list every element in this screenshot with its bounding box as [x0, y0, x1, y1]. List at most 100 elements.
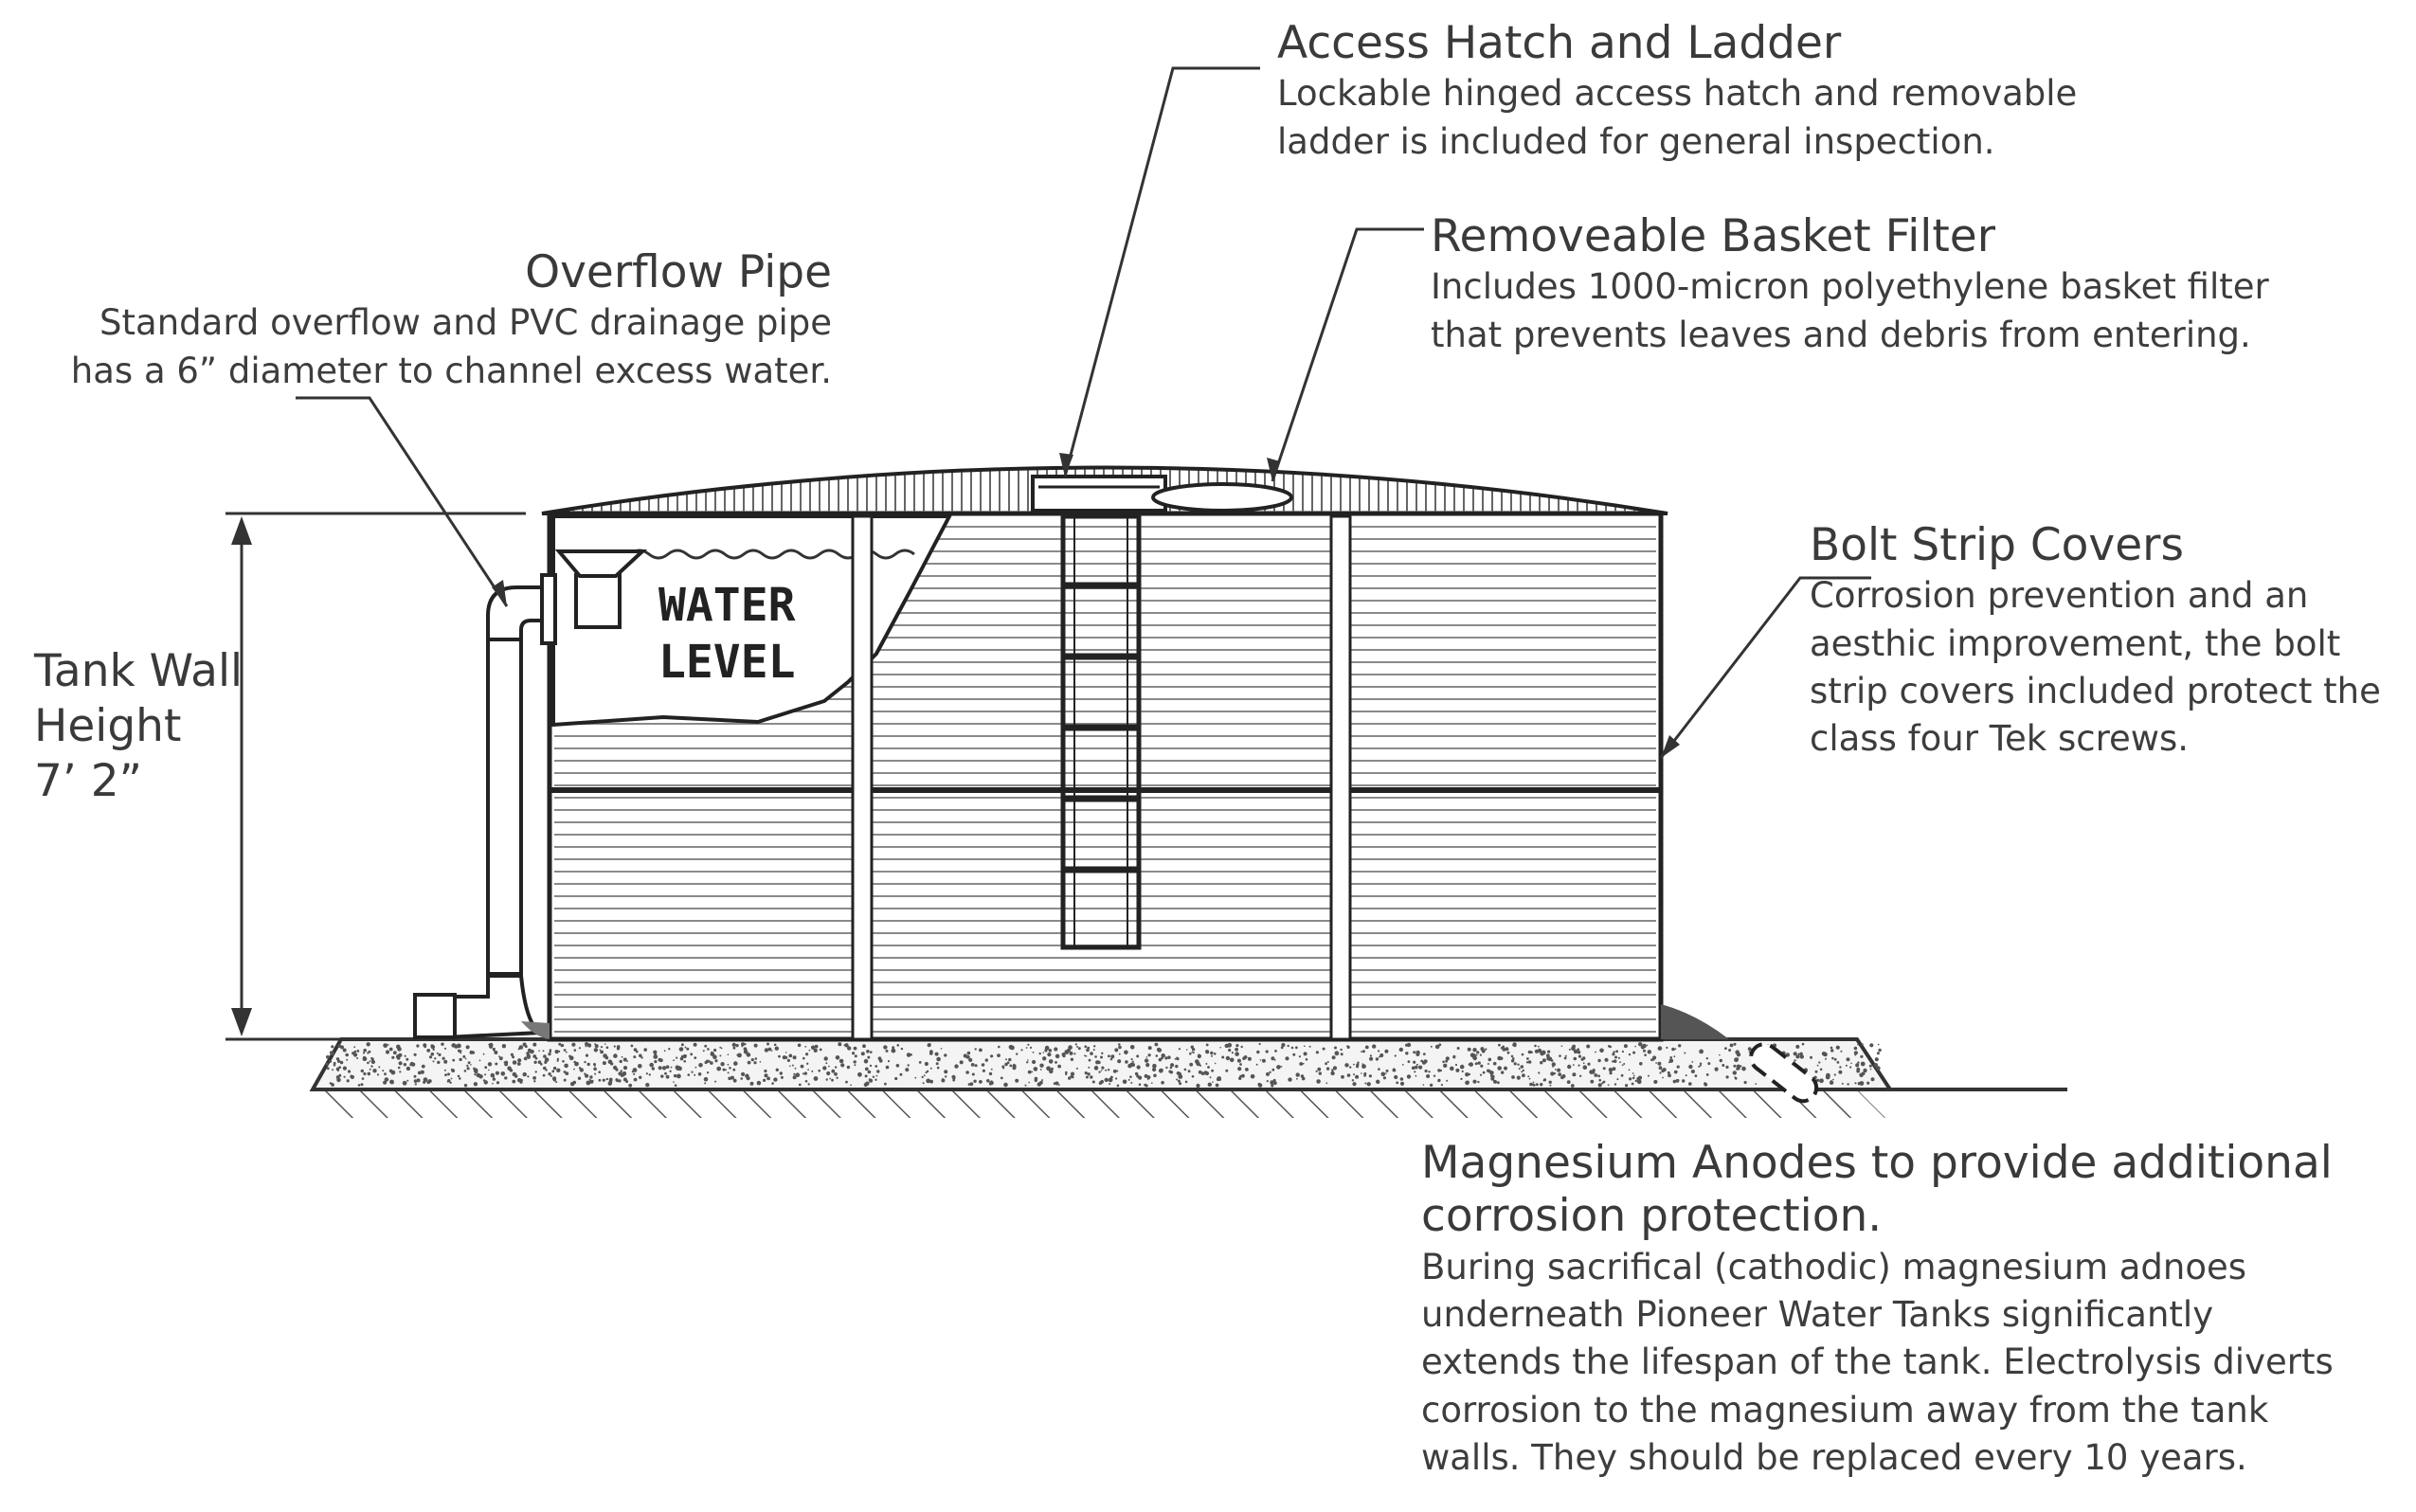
gravel-dot [971, 1072, 975, 1076]
gravel-dot [1833, 1073, 1836, 1076]
gravel-dot [1655, 1062, 1657, 1064]
gravel-dot [702, 1050, 705, 1053]
gravel-dot [475, 1068, 478, 1070]
gravel-dot [694, 1056, 697, 1059]
gravel-dot [639, 1075, 642, 1080]
gravel-dot [1501, 1071, 1505, 1074]
gravel-dot [1325, 1082, 1328, 1085]
gravel-dot [651, 1067, 655, 1071]
gravel-dot [1055, 1061, 1057, 1064]
gravel-dot [347, 1070, 352, 1073]
gravel-dot [1724, 1047, 1727, 1050]
gravel-dot [822, 1066, 827, 1071]
gravel-dot [764, 1048, 769, 1053]
gravel-dot [1090, 1075, 1093, 1079]
gravel-dot [1346, 1045, 1349, 1048]
gravel-dot [1204, 1071, 1210, 1076]
gravel-dot [633, 1072, 636, 1075]
gravel-dot [1485, 1048, 1487, 1051]
gravel-dot [1614, 1055, 1617, 1059]
gravel-dot [1399, 1081, 1405, 1086]
gravel-dot [1846, 1057, 1850, 1062]
gravel-dot [585, 1045, 587, 1048]
gravel-dot [847, 1046, 852, 1051]
gravel-dot [1487, 1057, 1492, 1062]
gravel-dot [1130, 1058, 1133, 1061]
gravel-dot [1144, 1058, 1149, 1063]
gravel-dot [1124, 1050, 1128, 1055]
gravel-dot [679, 1056, 684, 1061]
gravel-dot [1118, 1045, 1122, 1050]
gravel-dot [1830, 1080, 1833, 1083]
gravel-dot [1187, 1070, 1191, 1073]
gravel-dot [1577, 1048, 1580, 1052]
gravel-dot [565, 1071, 569, 1075]
gravel-dot [1836, 1061, 1840, 1064]
gravel-dot [645, 1072, 649, 1075]
gravel-dot [697, 1072, 702, 1076]
gravel-dot [1673, 1070, 1678, 1074]
gravel-dot [714, 1080, 717, 1083]
gravel-dot [1650, 1058, 1653, 1062]
gravel-dot [406, 1057, 409, 1061]
gravel-dot [340, 1045, 344, 1050]
gravel-dot [853, 1060, 856, 1064]
gravel-dot [1012, 1066, 1017, 1071]
gravel-dot [802, 1056, 805, 1060]
gravel-dot [1185, 1049, 1188, 1051]
gravel-dot [1047, 1053, 1052, 1057]
gravel-dot [492, 1047, 496, 1052]
gravel-dot [1088, 1066, 1091, 1069]
gravel-dot [398, 1053, 403, 1057]
gravel-dot [489, 1042, 494, 1048]
gravel-dot [1815, 1078, 1820, 1083]
gravel-dot [495, 1071, 500, 1075]
gravel-dot [466, 1067, 470, 1071]
gravel-dot [1218, 1078, 1221, 1081]
bolt-strip-desc: aesthic improvement, the bolt [1810, 622, 2341, 664]
gravel-dot [598, 1078, 602, 1082]
gravel-dot [1212, 1081, 1214, 1083]
gravel-dot [1572, 1064, 1575, 1066]
bolt-strip-2 [1329, 514, 1352, 1041]
gravel-dot [630, 1044, 634, 1048]
gravel-dot [1810, 1055, 1812, 1059]
gravel-dot [1101, 1052, 1104, 1055]
gravel-dot [631, 1071, 635, 1073]
gravel-dot [1192, 1052, 1195, 1054]
gravel-dot [1129, 1062, 1134, 1067]
anodes-title: Magnesium Anodes to provide additional [1421, 1137, 2333, 1189]
gravel-dot [1048, 1059, 1054, 1064]
gravel-dot [728, 1076, 731, 1081]
gravel-dot [1644, 1053, 1647, 1056]
gravel-dot [1315, 1070, 1318, 1072]
gravel-dot [1518, 1068, 1521, 1071]
gravel-dot [1372, 1044, 1377, 1049]
gravel-dot [1167, 1055, 1171, 1059]
gravel-dot [1865, 1071, 1867, 1072]
gravel-dot [1733, 1064, 1737, 1068]
gravel-dot [399, 1071, 402, 1073]
gravel-dot [1104, 1077, 1109, 1083]
gravel-dot [467, 1061, 471, 1065]
gravel-dot [1298, 1055, 1301, 1058]
gravel-dot [834, 1066, 838, 1069]
gravel-dot [1538, 1045, 1540, 1048]
gravel-dot [1239, 1063, 1242, 1066]
gravel-dot [1699, 1049, 1704, 1054]
gravel-dot [356, 1057, 359, 1059]
gravel-dot [1591, 1070, 1596, 1074]
gravel-dot [579, 1068, 584, 1072]
access-hatch-desc: ladder is included for general inspectio… [1277, 120, 1995, 162]
gravel-dot [838, 1058, 844, 1064]
overflow-pipe-desc: has a 6” diameter to channel excess wate… [70, 350, 832, 391]
gravel-dot [1638, 1042, 1643, 1047]
gravel-dot [1415, 1074, 1417, 1077]
gravel-dot [686, 1047, 690, 1051]
gravel-dot [1394, 1074, 1398, 1080]
gravel-dot [998, 1045, 1001, 1049]
gravel-dot [1237, 1067, 1242, 1071]
gravel-dot [1122, 1079, 1127, 1085]
gravel-dot [1733, 1042, 1737, 1046]
gravel-dot [1662, 1076, 1664, 1079]
